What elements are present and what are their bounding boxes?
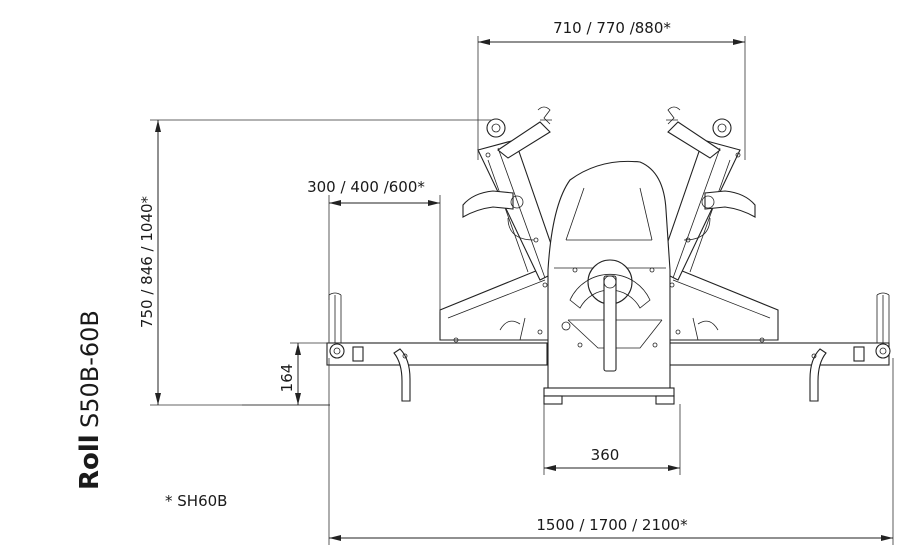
table-height-label: 164 [278, 364, 296, 393]
lever-handle [603, 275, 617, 372]
dim-top-width: 710 / 770 /880* [477, 19, 746, 160]
dim-base-width: 360 [543, 404, 681, 475]
height-label: 750 / 846 / 1040* [138, 195, 156, 328]
dim-table-height: 164 [242, 342, 330, 406]
base-width-label: 360 [591, 446, 620, 464]
dim-total-length: 1500 / 1700 / 2100* [328, 358, 894, 545]
left-conveyor [326, 342, 548, 366]
machine-base [543, 387, 675, 397]
tray-width-label: 300 / 400 /600* [307, 178, 425, 196]
sheeter-machine [326, 106, 891, 405]
left-arm [477, 139, 561, 281]
brand-model: S50B-60B [76, 310, 104, 428]
brand-bold: Roll [75, 434, 105, 490]
brand-label: Roll S50B-60B [75, 310, 105, 490]
total-length-label: 1500 / 1700 / 2100* [536, 516, 688, 534]
footnote: * SH60B [165, 492, 227, 510]
top-width-label: 710 / 770 /880* [553, 19, 671, 37]
right-arm [657, 139, 741, 281]
dim-tray-width: 300 / 400 /600* [307, 178, 441, 312]
